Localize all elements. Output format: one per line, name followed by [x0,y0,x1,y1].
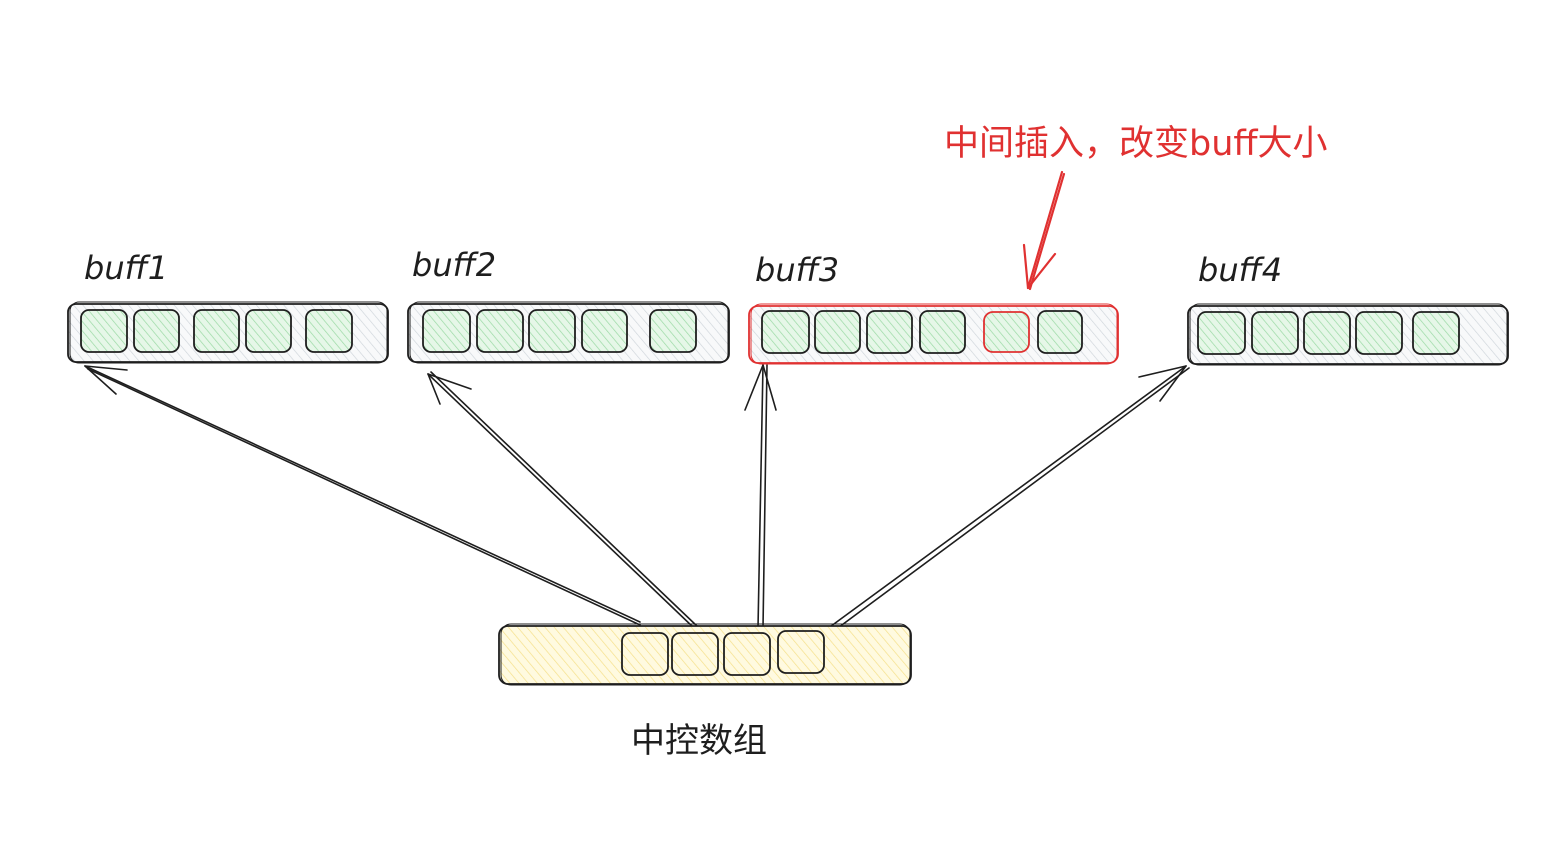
buffer-buff1: buff1 [67,249,389,364]
buffer-container-outline [409,301,729,364]
buffer-cell [814,310,861,354]
central-array-cell [621,632,669,676]
buffer-cell [80,309,128,353]
central-array-container-outline [500,623,911,686]
buffer-buff2: buff2 [407,246,730,364]
arrow-to-buff1 [84,365,641,626]
buffer-cell [761,310,810,354]
buffer-cell [1251,311,1299,355]
buffer-buff4: buff4 [1187,251,1509,366]
buffer-container-outline [1189,303,1508,366]
buffer-cell [245,309,292,353]
buffer-cell [305,309,353,353]
buffer-cell [528,309,576,353]
buffer-cell [919,310,966,354]
insertion-annotation: 中间插入，改变buff大小 [944,124,1328,291]
central-array-cell [671,632,719,676]
annotation-text: 中间插入，改变buff大小 [944,124,1328,164]
buffer-cell [1303,311,1351,355]
central-array-label: 中控数组 [631,721,767,761]
buffer-cell [476,309,524,353]
central-array-cell [777,630,825,674]
central-array-cell [723,632,771,676]
buffer-cell [866,310,913,354]
buffer-buff3: buff3 [748,251,1119,365]
buffer-cell [1355,311,1403,355]
arrow-to-buff3 [744,364,777,629]
buffer-label: buff1 [84,249,168,287]
buffer-cell [1197,311,1246,355]
buffer-cell [581,309,628,353]
pointer-arrows [84,364,1190,637]
inserted-buffer-cell [983,311,1030,353]
arrow-to-buff2 [427,371,699,629]
buffer-cell [422,309,471,353]
buffer-cell [133,309,180,353]
buffer-container-outline [69,301,388,364]
buffer-container-outline [750,303,1118,365]
buffer-label: buff3 [755,251,839,289]
buffer-cell [193,309,240,353]
buffer-cell [649,309,697,353]
buffer-cell [1037,310,1083,354]
arrow-to-buff4 [822,365,1190,637]
buffer-cell [1412,311,1460,355]
buffer-label: buff2 [412,246,496,284]
buffer-label: buff4 [1198,251,1282,289]
annotation-arrow [1022,170,1066,291]
central-array: 中控数组 [498,623,912,761]
